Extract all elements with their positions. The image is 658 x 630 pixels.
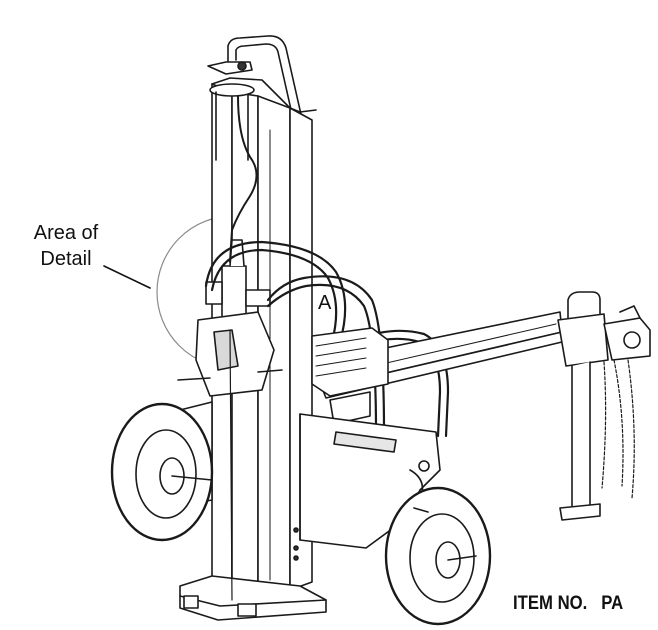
left-wheel [110, 402, 214, 542]
engine-block [311, 327, 389, 425]
callout-line-1: Area of [33, 222, 99, 244]
marker-label: A [318, 292, 332, 314]
item-number-label: ITEM NO. PA [513, 593, 624, 614]
valve-assembly [177, 239, 283, 601]
upper-hose [229, 95, 258, 263]
base-plate [179, 575, 327, 621]
leader-line [103, 265, 151, 289]
safety-chains [601, 359, 635, 499]
right-wheel [384, 486, 492, 626]
callout-line-2: Detail [40, 248, 92, 270]
top-handle [207, 35, 303, 119]
detail-callout: Area of Detail [6, 220, 126, 272]
hitch [603, 305, 651, 361]
jack-stand [557, 291, 609, 521]
